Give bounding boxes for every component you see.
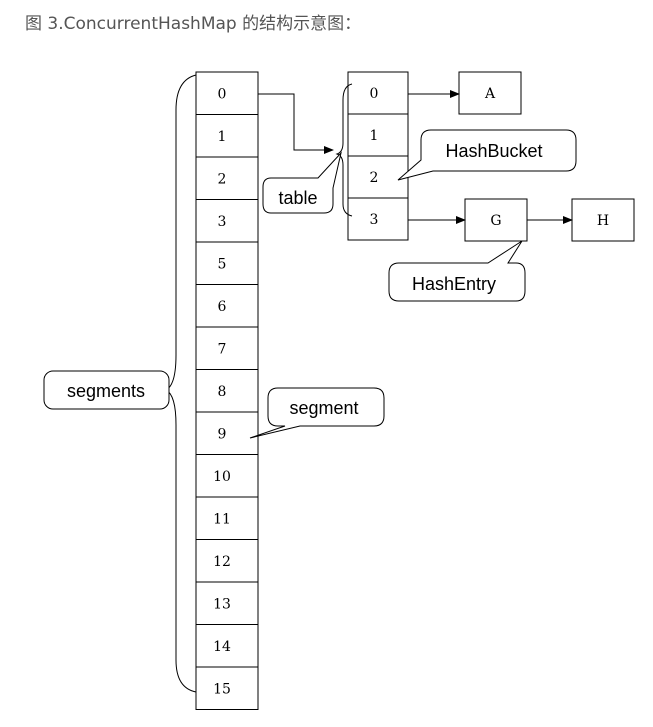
segment0-to-table-arrow xyxy=(258,93,334,154)
segment-cell-14: 15 xyxy=(195,666,259,710)
node-g-label: G xyxy=(490,213,501,229)
callout-segment-text: segment xyxy=(289,398,358,418)
segment-cell-6: 7 xyxy=(195,326,259,370)
callout-hashbucket-text: HashBucket xyxy=(445,141,542,161)
segment-cell-1: 1 xyxy=(195,114,259,158)
segment-cell-label: 12 xyxy=(213,554,231,570)
node-g: G xyxy=(464,198,528,242)
segment-cell-13: 14 xyxy=(195,624,259,668)
segments-brace xyxy=(164,74,197,693)
segment-cell-4: 5 xyxy=(195,241,259,285)
segment-cell-label: 15 xyxy=(213,681,231,697)
segment-cell-8: 9 xyxy=(195,411,259,455)
node-h: H xyxy=(571,198,635,242)
callout-table-text: table xyxy=(278,188,317,208)
segment-cell-label: 11 xyxy=(213,511,231,527)
segment-cell-2: 2 xyxy=(195,156,259,200)
segment-cell-0: 0 xyxy=(195,71,259,115)
table-cell-2: 2 xyxy=(347,155,409,199)
segment-cell-label: 0 xyxy=(218,86,227,102)
segment-cell-label: 14 xyxy=(213,639,231,655)
table-cell-0: 0 xyxy=(347,71,409,115)
node-a: A xyxy=(458,71,522,115)
segment-cell-7: 8 xyxy=(195,369,259,413)
segment-cell-label: 10 xyxy=(213,469,231,485)
callout-hashentry: HashEntry xyxy=(388,240,526,302)
segment-cell-label: 5 xyxy=(218,256,227,272)
callout-segments: segments xyxy=(43,370,170,410)
node-h-label: H xyxy=(597,213,609,229)
segment-cell-label: 9 xyxy=(218,426,227,442)
segment-cell-label: 8 xyxy=(218,384,227,400)
segment-cell-9: 10 xyxy=(195,454,259,498)
table-cell-label: 1 xyxy=(370,128,379,144)
callout-segments-text: segments xyxy=(67,381,145,401)
callout-segment: segment xyxy=(249,387,385,439)
segment-cell-3: 3 xyxy=(195,199,259,243)
table-cell-label: 3 xyxy=(370,212,379,228)
segment-cell-label: 2 xyxy=(218,171,227,187)
table-brace xyxy=(335,83,353,217)
segment-cell-label: 3 xyxy=(218,214,227,230)
table-cell-1: 1 xyxy=(347,113,409,157)
segment-cell-11: 12 xyxy=(195,539,259,583)
table-cell-label: 2 xyxy=(370,170,379,186)
segment-cell-label: 13 xyxy=(213,596,231,612)
segment-cell-label: 7 xyxy=(218,341,227,357)
table-cell-3: 3 xyxy=(347,197,409,241)
callout-table: table xyxy=(262,151,342,214)
table-cell-label: 0 xyxy=(370,86,379,102)
figure-caption: 图 3.ConcurrentHashMap 的结构示意图： xyxy=(25,14,362,34)
segment-cell-10: 11 xyxy=(195,496,259,540)
table-array: 0 1 2 3 xyxy=(347,71,409,241)
segment-cell-label: 1 xyxy=(218,129,227,145)
node-a-label: A xyxy=(484,86,496,102)
segment-cell-label: 6 xyxy=(218,299,227,315)
segment-cell-12: 13 xyxy=(195,581,259,625)
segment-cell-5: 6 xyxy=(195,284,259,328)
callout-hashentry-text: HashEntry xyxy=(412,274,496,294)
callout-hashbucket: HashBucket xyxy=(397,129,577,181)
